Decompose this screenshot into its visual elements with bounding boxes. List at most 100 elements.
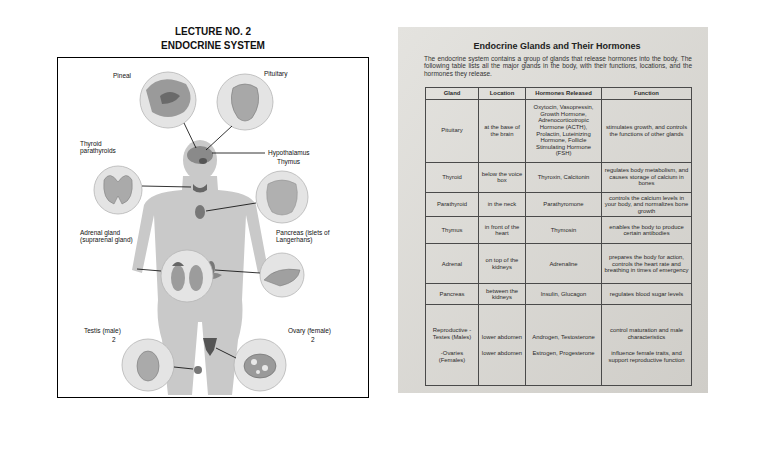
- illustration-part: [194, 366, 202, 374]
- table-cell-text: Parathyroid: [428, 201, 476, 208]
- table-cell-text: on top of the kidneys: [481, 257, 523, 270]
- table-cell: Hormones Released: [526, 88, 602, 100]
- column-header: Gland: [428, 90, 476, 97]
- intro-paragraph: The endocrine system contains a group of…: [424, 55, 692, 77]
- table-cell-text: stimulates growth, and controls the func…: [604, 124, 689, 137]
- illustration-part: [189, 265, 203, 291]
- table-cell: Parathyromone: [526, 192, 602, 217]
- illustration-part: [264, 269, 300, 286]
- illustration-part: [187, 146, 213, 164]
- table-cell-text: Parathyromone: [528, 201, 599, 208]
- callout-number: 2: [311, 336, 321, 343]
- table-cell-text: in front of the heart: [481, 224, 523, 237]
- table-cell-text: Thyroxin, Calcitonin: [528, 174, 599, 181]
- illustration-part: [104, 175, 133, 204]
- table-cell: Androgen, TestosteroneEstrogen, Progeste…: [526, 305, 602, 386]
- table-cell: Insulin, Glucagon: [526, 284, 602, 305]
- gland-label: Pancreas (islets of Langerhans): [276, 229, 356, 244]
- table-row: Reproductive -Testes (Males)-Ovaries (Fe…: [426, 305, 692, 386]
- table-row: Thyroidbelow the voice box Thyroxin, Calc…: [426, 162, 692, 192]
- table-cell-text: Thymosin: [528, 227, 599, 234]
- illustration-part: [171, 265, 185, 291]
- table-cell: below the voice box: [479, 162, 526, 192]
- table-cell: Oxytocin, Vasopressin, Growth Hormone, A…: [526, 99, 602, 162]
- table-cell: lower abdomenlower abdomen: [479, 305, 526, 386]
- illustration-part: [212, 153, 265, 154]
- table-cell-text: regulates blood sugar levels: [604, 291, 689, 298]
- gland-label: Ovary (female): [288, 327, 354, 334]
- table-cell: prepares the body for action, controls t…: [602, 244, 692, 284]
- table-cell-text: Pancreas: [428, 291, 476, 298]
- table-cell: in front of the heart: [479, 217, 526, 244]
- table-cell-text: Androgen, Testosterone: [528, 334, 599, 341]
- illustration-part: [142, 186, 191, 187]
- illustration-part: [193, 184, 207, 193]
- table-cell: Adrenal: [426, 244, 479, 284]
- gland-label: Testis (male): [84, 327, 146, 334]
- illustration-part: [172, 262, 184, 266]
- table-cell-text: below the voice box: [481, 171, 523, 184]
- table-cell-text: Adrenal: [428, 261, 476, 268]
- table-cell: Location: [479, 88, 526, 100]
- illustration-part: [256, 370, 260, 374]
- illustration-part: [140, 72, 196, 128]
- gland-label: Hypothalamus: [268, 149, 328, 156]
- table-cell-text: regulates body metabolism, and causes st…: [604, 167, 689, 187]
- illustration-part: [195, 205, 205, 219]
- illustration-part: [206, 126, 232, 150]
- lecture-title: LECTURE NO. 2 ENDOCRINE SYSTEM: [148, 25, 278, 52]
- illustration-part: [256, 171, 308, 223]
- table-cell: controls the calcium levels in your body…: [602, 192, 692, 217]
- table-cell-text: Thymus: [428, 227, 476, 234]
- illustration-part: [262, 365, 268, 371]
- table-cell: Reproductive -Testes (Males)-Ovaries (Fe…: [426, 305, 479, 386]
- hormone-table: Gland Location Hormones ReleasedFunctionPi…: [425, 87, 692, 386]
- illustration-part: [137, 269, 161, 271]
- illustration-part: [203, 338, 217, 356]
- table-cell-text: Oxytocin, Vasopressin, Growth Hormone, A…: [528, 104, 599, 157]
- table-cell-text: enables the body to produce certain anti…: [604, 224, 689, 237]
- leader-lines: [137, 123, 265, 369]
- table-cell: regulates body metabolism, and causes st…: [602, 162, 692, 192]
- table-cell: Thyroxin, Calcitonin: [526, 162, 602, 192]
- table-cell-text: in the neck: [481, 201, 523, 208]
- table-cell: Thyroid: [426, 162, 479, 192]
- table-cell: Thymosin: [526, 217, 602, 244]
- table-cell-text: lower abdomen: [481, 350, 523, 357]
- table-cell: in the neck: [479, 192, 526, 217]
- illustration-part: [260, 253, 304, 297]
- table-row: Thymus in front of the heart Thymosin enabl…: [426, 217, 692, 244]
- column-header: Location: [481, 90, 523, 97]
- table-cell-text: Adrenaline: [528, 261, 599, 268]
- table-cell: Thymus: [426, 217, 479, 244]
- illustration-part: [174, 367, 193, 369]
- illustration-part: [231, 84, 258, 121]
- table-cell-text: prepares the body for action, controls t…: [604, 254, 689, 274]
- illustration-part: [267, 180, 298, 215]
- illustration-part: [215, 270, 260, 273]
- table-cell: control maturation and male characterist…: [602, 305, 692, 386]
- table-cell-text: Pituitary: [428, 127, 476, 134]
- illustration-part: [122, 339, 174, 391]
- table-cell: Function: [602, 88, 692, 100]
- table-cell: stimulates growth, and controls the func…: [602, 99, 692, 162]
- illustration-part: [146, 79, 191, 117]
- figure-frame: [58, 58, 369, 398]
- table-row: Adrenal on top of the kidneys Adrenaline pr…: [426, 244, 692, 284]
- table-cell-text: Reproductive -Testes (Males): [428, 327, 476, 340]
- illustration-part: [94, 166, 142, 214]
- gland-label: Thymus: [277, 158, 317, 165]
- table-cell-text: controls the calcium levels in your body…: [604, 195, 689, 215]
- gland-label: Thyroid parathyroids: [80, 140, 136, 155]
- illustration-part: [137, 351, 159, 381]
- illustration-part: [161, 250, 213, 302]
- illustration-part: [206, 203, 256, 211]
- table-row: Pancreas between the kidneysInsulin, Gluc…: [426, 284, 692, 305]
- table-cell: Pancreas: [426, 284, 479, 305]
- table-cell-text: influence female traits, and support rep…: [604, 350, 689, 363]
- table-cell-text: between the kidneys: [481, 288, 523, 301]
- column-header: Hormones Released: [528, 90, 599, 97]
- illustration-part: [217, 74, 273, 130]
- illustration-part: [216, 348, 236, 358]
- table-cell: enables the body to produce certain anti…: [602, 217, 692, 244]
